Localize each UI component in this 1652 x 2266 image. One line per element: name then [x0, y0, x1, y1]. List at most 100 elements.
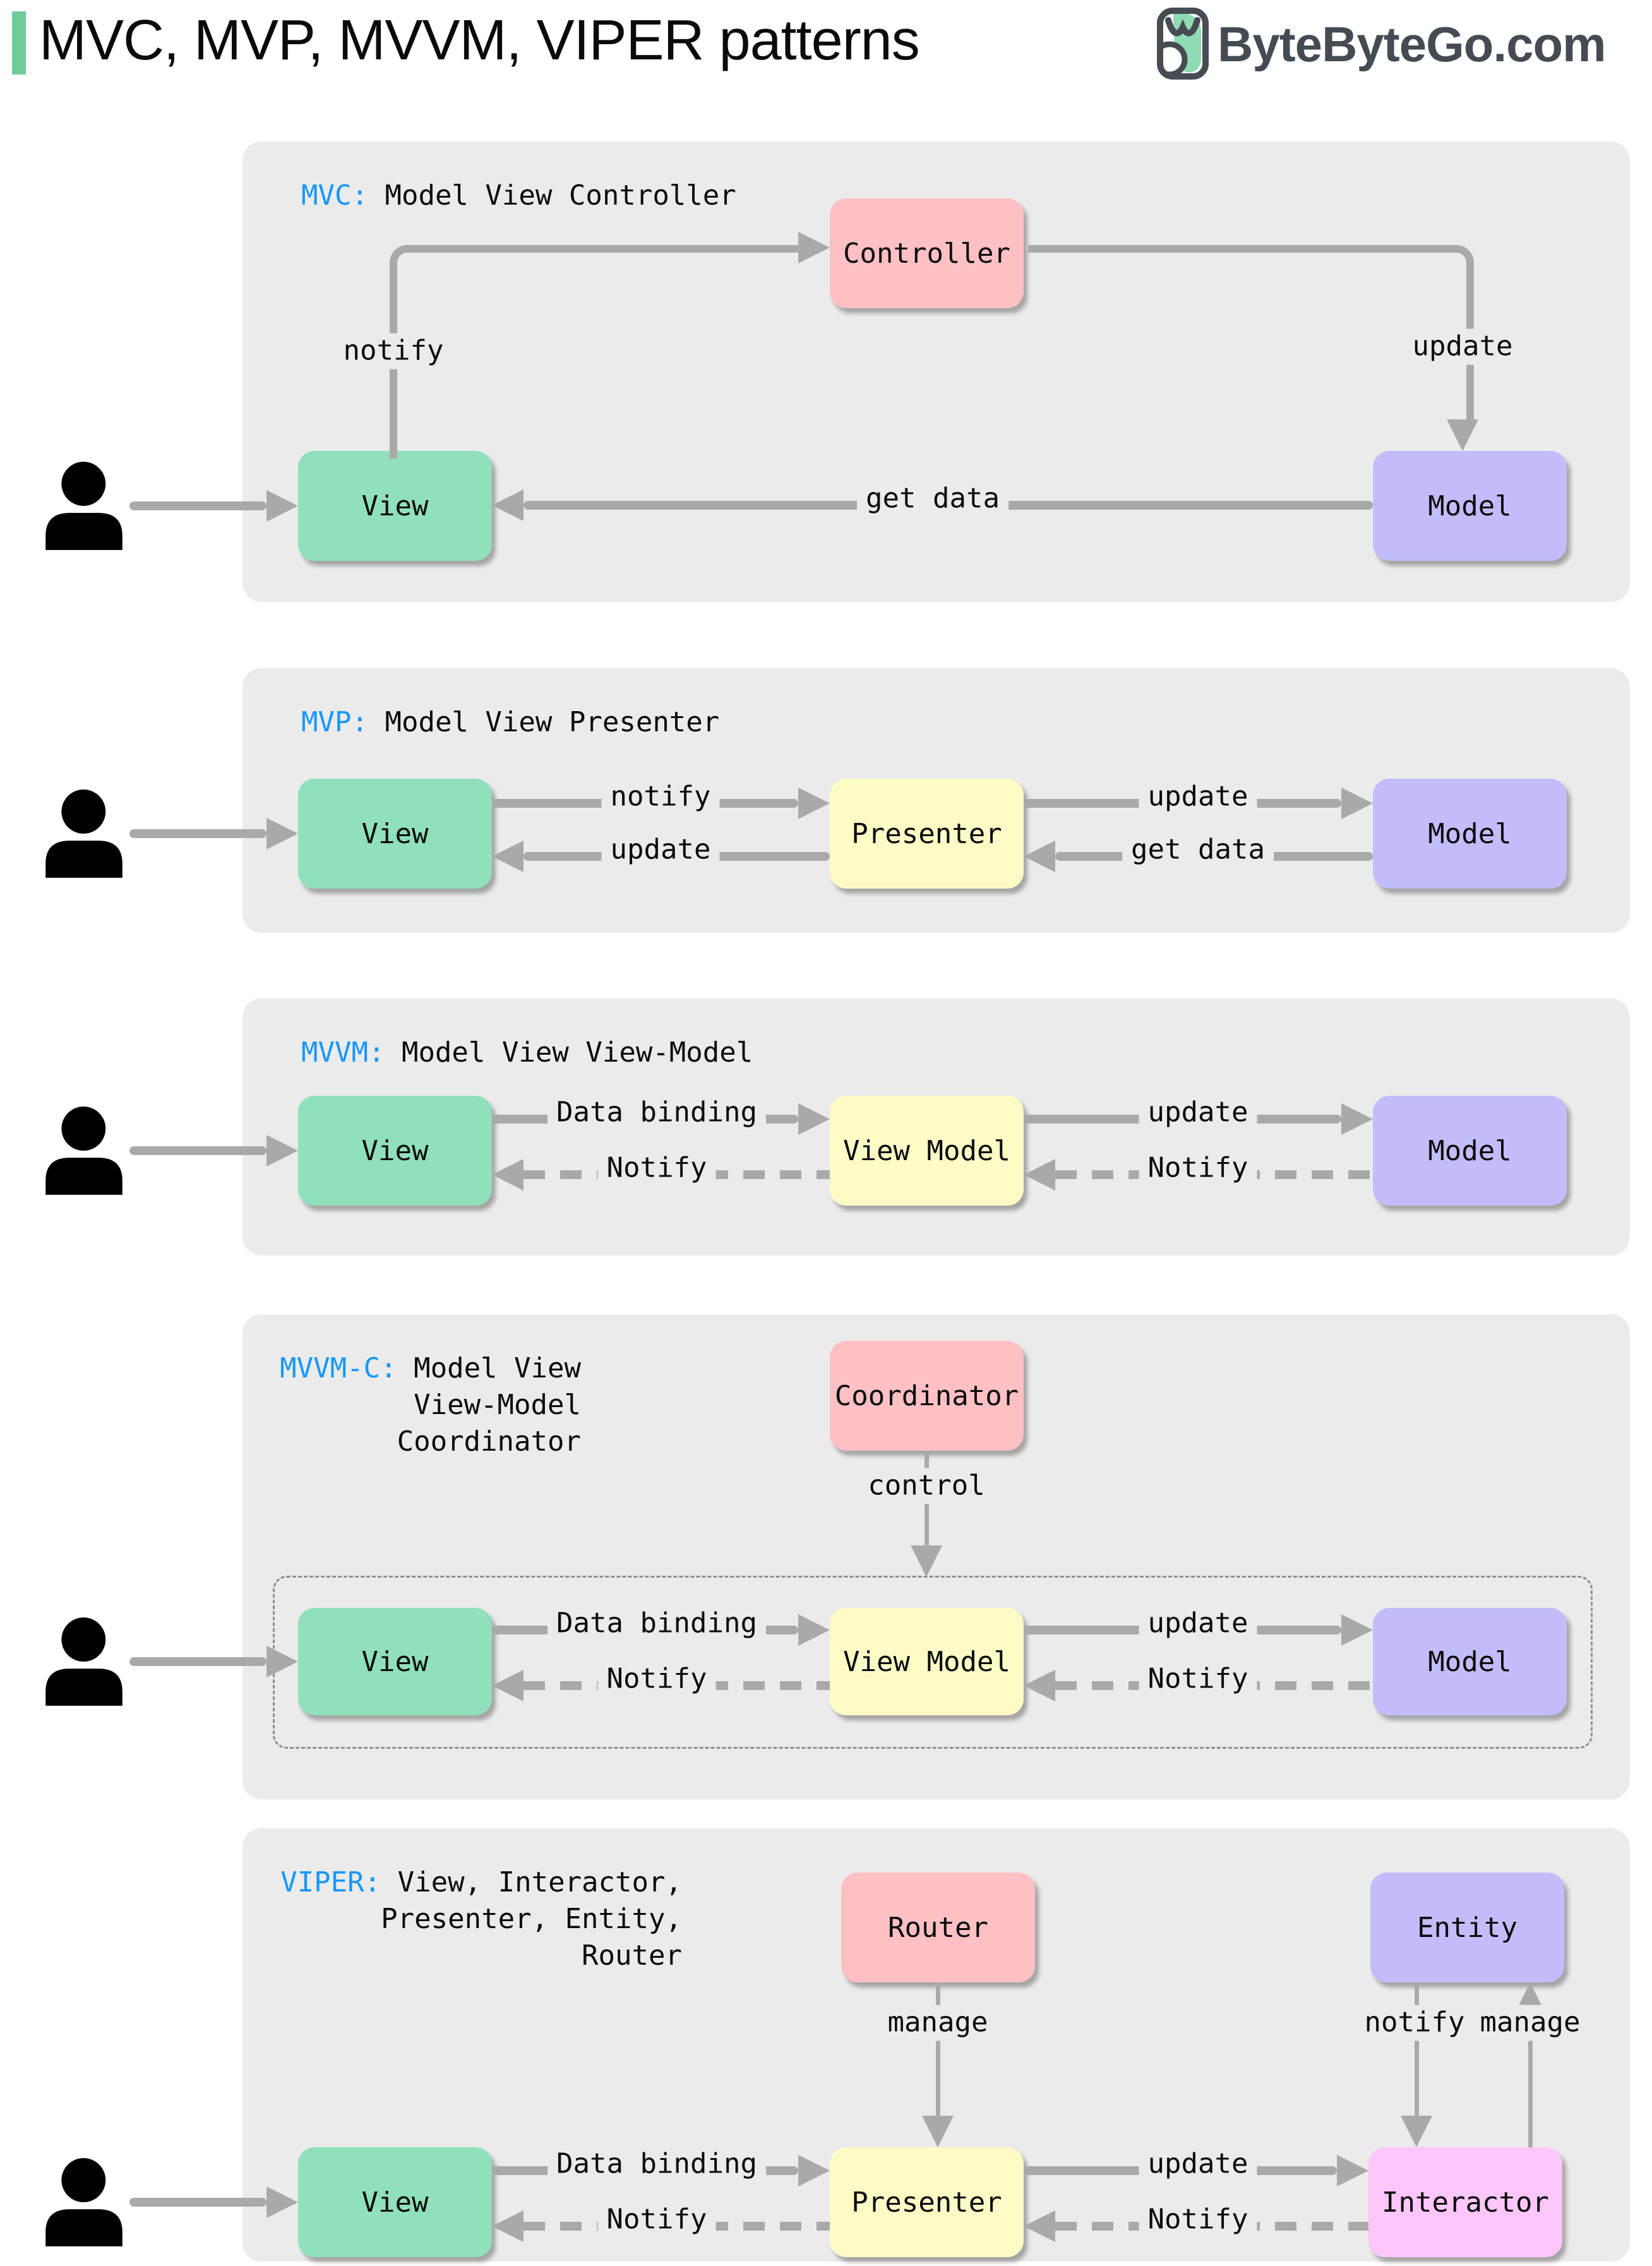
user-icon: [45, 1106, 123, 1195]
mvp-notify-arrowhead: [798, 788, 830, 819]
mvc-controller-node: Controller: [830, 198, 1024, 308]
mvvmc-subtitle-line2: View-Model: [414, 1389, 581, 1421]
mvvm-view-model-label: View Model: [843, 1134, 1010, 1167]
mvp-view-label: View: [361, 817, 429, 850]
mvvm-data-binding-arrow-label: Data binding: [548, 1094, 766, 1131]
panel-mvp: MVP: Model View Presenter View Presenter…: [242, 668, 1630, 933]
viper-notify-entity-arrowhead: [1401, 2116, 1432, 2147]
viper-manage-entity-arrow-label: manage: [1471, 2005, 1589, 2041]
mvvm-view-label: View: [361, 1134, 429, 1167]
mvvm-model-label: Model: [1428, 1134, 1512, 1167]
viper-interactor-label: Interactor: [1382, 2186, 1549, 2219]
viper-notify-entity-arrow-label: notify: [1355, 2005, 1474, 2041]
mvvmc-view-model-node: View Model: [830, 1608, 1024, 1715]
viper-tag: VIPER:: [280, 1866, 381, 1898]
panel-tag-viper: VIPER: View, Interactor, Presenter, Enti…: [278, 1864, 682, 1974]
viper-subtitle-line1: VIPER: View, Interactor,: [278, 1864, 682, 1901]
viper-view-label: View: [361, 2186, 429, 2219]
mvc-tag: MVC:: [301, 179, 368, 212]
mvvmc-notify-view-arrowhead: [492, 1670, 524, 1701]
mvc-update-arrow-label: update: [1403, 328, 1522, 365]
viper-subtitle-line2: Presenter, Entity,: [381, 1903, 682, 1935]
mvvm-user-arrow-line: [129, 1146, 266, 1155]
panel-tag-mvp: MVP: Model View Presenter: [301, 704, 719, 741]
mvvmc-data-binding-arrowhead: [798, 1614, 830, 1646]
mvvm-tag: MVVM:: [301, 1036, 385, 1069]
viper-manage-router-arrow-line: [936, 1982, 940, 2116]
user-icon: [45, 789, 123, 878]
mvvmc-subtitle-line3: Coordinator: [397, 1425, 581, 1458]
mvvmc-subtitle-line1: MVVM-C: Model View: [278, 1350, 581, 1387]
viper-entity-node: Entity: [1370, 1873, 1564, 1982]
mvvmc-subtitle1: Model View: [414, 1352, 581, 1384]
mvvmc-notify-vm-arrowhead: [1024, 1670, 1055, 1701]
mvvmc-notify-vm-arrow-label: Notify: [1139, 1661, 1257, 1698]
viper-manage-entity-arrow-line: [1528, 2014, 1533, 2147]
viper-entity-label: Entity: [1417, 1911, 1517, 1944]
mvp-subtitle: Model View Presenter: [385, 706, 720, 738]
viper-update-arrow-label: update: [1139, 2146, 1257, 2183]
mvp-model-node: Model: [1373, 779, 1567, 889]
panel-mvvmc: MVVM-C: Model View View-Model Coordinato…: [242, 1314, 1630, 1799]
brand-text: ByteByteGo.com: [1218, 16, 1606, 72]
bytebytego-logo-icon: [1157, 8, 1209, 80]
panel-tag-mvvm: MVVM: Model View View-Model: [301, 1034, 753, 1071]
user-icon: [45, 2158, 123, 2246]
mvp-user-arrow-line: [129, 829, 266, 838]
viper-notify-presenter-arrowhead: [1024, 2210, 1055, 2242]
mvp-user-arrowhead: [266, 818, 298, 849]
viper-router-label: Router: [888, 1911, 988, 1944]
viper-user-arrow-line: [129, 2198, 266, 2207]
mvp-update-model-arrowhead: [1341, 788, 1373, 819]
mvp-get-data-arrow-label: get data: [1122, 832, 1274, 868]
viper-data-binding-arrowhead: [798, 2155, 830, 2186]
mvvmc-coordinator-label: Coordinator: [834, 1379, 1019, 1412]
mvp-presenter-label: Presenter: [851, 817, 1002, 850]
mvvm-update-arrowhead: [1341, 1103, 1373, 1135]
user-icon: [45, 1617, 123, 1706]
mvc-get-data-arrowhead: [492, 489, 524, 521]
mvvm-notify-vm-arrowhead: [1024, 1159, 1055, 1190]
mvc-user-arrowhead: [266, 490, 298, 522]
mvc-update-arrowhead: [1447, 419, 1478, 451]
mvvmc-data-binding-arrow-label: Data binding: [548, 1605, 766, 1642]
viper-notify-presenter-arrow-label: Notify: [1139, 2202, 1257, 2238]
mvp-notify-arrow-label: notify: [601, 779, 720, 815]
mvp-update-model-arrow-label: update: [1139, 779, 1257, 815]
mvvmc-update-arrow-label: update: [1139, 1605, 1257, 1642]
viper-subtitle1: View, Interactor,: [397, 1866, 682, 1898]
mvvmc-view-model-label: View Model: [843, 1645, 1010, 1678]
mvvmc-tag: MVVM-C:: [280, 1352, 397, 1384]
mvc-update-arrow-elbow: [1028, 245, 1474, 427]
mvvmc-user-arrow-line: [129, 1657, 266, 1666]
panel-tag-mvvmc: MVVM-C: Model View View-Model Coordinato…: [278, 1350, 581, 1460]
viper-view-node: View: [298, 2147, 492, 2257]
user-icon: [45, 462, 123, 550]
mvvm-notify-view-arrowhead: [492, 1159, 524, 1190]
viper-manage-router-arrow-label: manage: [878, 2005, 997, 2041]
mvp-tag: MVP:: [301, 706, 368, 738]
mvc-model-label: Model: [1428, 489, 1512, 522]
mvc-notify-arrow-elbow: [390, 245, 806, 459]
mvvmc-update-arrowhead: [1341, 1614, 1373, 1646]
panel-tag-mvc: MVC: Model View Controller: [301, 177, 736, 214]
mvp-presenter-node: Presenter: [830, 779, 1024, 889]
mvvm-model-node: Model: [1373, 1096, 1567, 1206]
mvc-notify-arrowhead: [798, 232, 830, 263]
mvvm-update-arrow-label: update: [1139, 1094, 1257, 1131]
panel-mvvm: MVVM: Model View View-Model View View Mo…: [242, 998, 1630, 1256]
mvvmc-model-label: Model: [1428, 1645, 1512, 1678]
mvp-update-view-arrow-label: update: [601, 832, 720, 868]
mvvmc-view-node: View: [298, 1608, 492, 1715]
mvvm-subtitle: Model View View-Model: [401, 1036, 753, 1069]
mvc-view-label: View: [361, 489, 429, 522]
mvc-controller-label: Controller: [843, 237, 1010, 270]
mvvmc-control-arrow-label: control: [859, 1468, 994, 1504]
mvvmc-notify-view-arrow-label: Notify: [597, 1661, 716, 1698]
mvp-update-view-arrowhead: [492, 841, 524, 872]
mvc-get-data-arrow-label: get data: [857, 481, 1009, 517]
mvc-subtitle: Model View Controller: [385, 179, 736, 212]
mvvm-view-node: View: [298, 1096, 492, 1206]
viper-notify-view-arrowhead: [492, 2210, 524, 2242]
mvvm-notify-view-arrow-label: Notify: [597, 1150, 716, 1187]
